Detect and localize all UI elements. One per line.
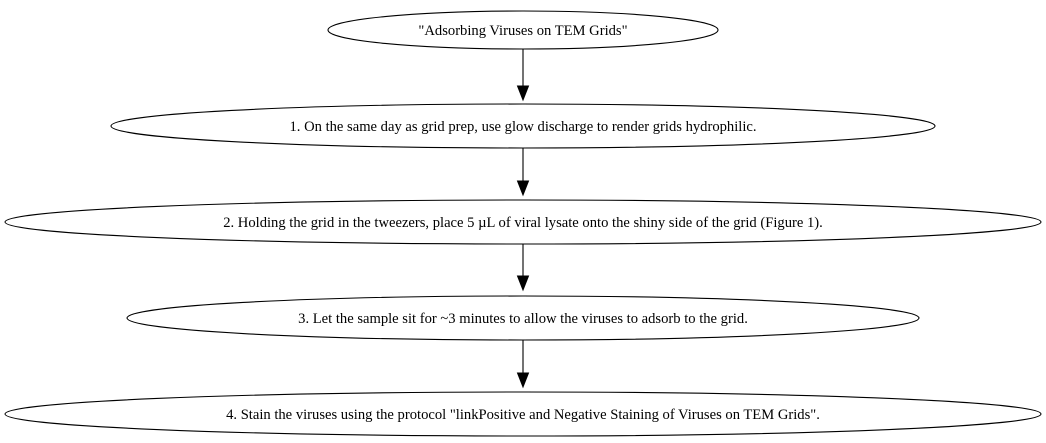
node-title-label: "Adsorbing Viruses on TEM Grids": [418, 23, 627, 39]
edge-step1-to-step2: [516, 148, 530, 197]
node-title: "Adsorbing Viruses on TEM Grids": [327, 10, 719, 50]
node-step2: 2. Holding the grid in the tweezers, pla…: [4, 199, 1042, 245]
node-step2-label: 2. Holding the grid in the tweezers, pla…: [223, 215, 823, 231]
node-step3-label: 3. Let the sample sit for ~3 minutes to …: [298, 311, 748, 327]
node-step3: 3. Let the sample sit for ~3 minutes to …: [126, 295, 920, 341]
node-step4: 4. Stain the viruses using the protocol …: [4, 391, 1042, 437]
edge-step3-to-step4: [516, 340, 530, 389]
node-step1: 1. On the same day as grid prep, use glo…: [110, 103, 936, 149]
edge-step2-to-step3: [516, 243, 530, 292]
node-step4-label: 4. Stain the viruses using the protocol …: [226, 407, 820, 423]
node-step1-label: 1. On the same day as grid prep, use glo…: [289, 119, 756, 135]
edge-title-to-step1: [516, 49, 530, 102]
